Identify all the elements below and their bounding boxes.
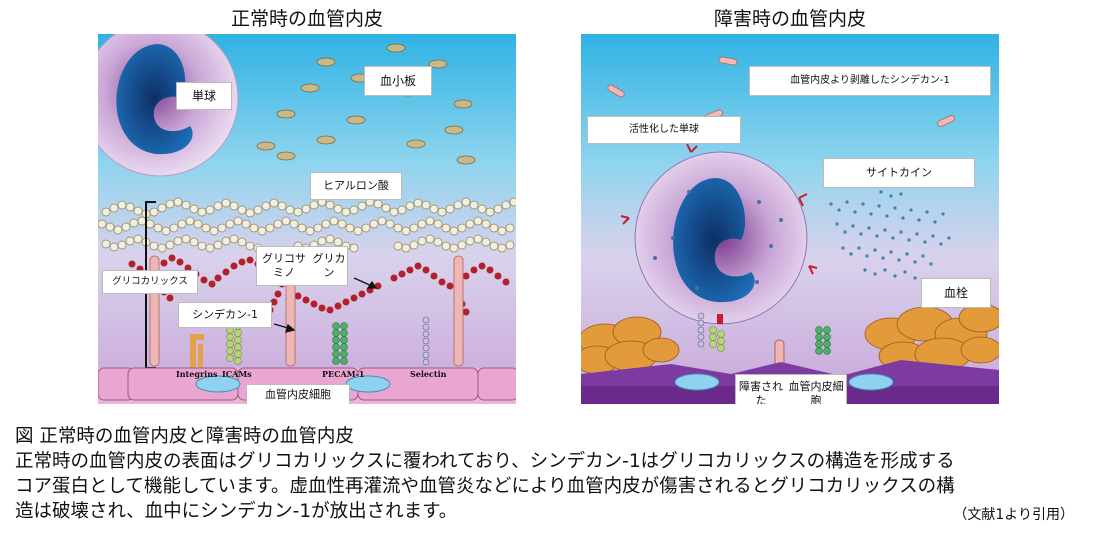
monocyte-receptors bbox=[620, 143, 818, 275]
pecam-molecule bbox=[332, 322, 348, 365]
shed-syndecan-label: 血管内皮より剥離したシンデカン-1 bbox=[749, 66, 991, 96]
activated-monocyte-cell bbox=[634, 151, 808, 325]
thrombus-label: 血栓 bbox=[921, 278, 991, 308]
hyaluronan-label: ヒアルロン酸 bbox=[310, 172, 402, 200]
glycosaminoglycan-label-line2: グリカン bbox=[312, 252, 346, 279]
pecam-label: PECAM-1 bbox=[322, 369, 364, 379]
thrombus-left bbox=[581, 316, 680, 375]
glycocalyx-label: グリコカリックス bbox=[102, 270, 198, 294]
platelet-label: 血小板 bbox=[364, 66, 432, 96]
injured-endothelial-label: 障害された 血管内皮細胞 bbox=[735, 374, 847, 404]
glycosaminoglycan-label-line1: グリコサミノ bbox=[262, 252, 306, 279]
selectin-molecule bbox=[422, 316, 430, 366]
caption-title: 図 正常時の血管内皮と障害時の血管内皮 bbox=[15, 426, 354, 447]
caption-line-1: 正常時の血管内皮の表面はグリコカリックスに覆われており、シンデカン-1はグリコカ… bbox=[15, 451, 955, 472]
caption-line-3: 造は破壊され、血中にシンデカン-1が放出されます。 bbox=[15, 501, 458, 522]
injured-endothelium-diagram: 血管内皮より剥離したシンデカン-1 活性化した単球 サイトカイン 血栓 障害され… bbox=[581, 34, 999, 404]
caption-line-2: コア蛋白として機能しています。虚血性再灌流や血管炎などにより血管内皮が傷害される… bbox=[15, 476, 955, 497]
monocyte-cell bbox=[98, 34, 239, 177]
hyaluronan-layer bbox=[98, 197, 516, 253]
injured-panel-title: 障害時の血管内皮 bbox=[713, 8, 866, 30]
normal-panel-title: 正常時の血管内皮 bbox=[230, 8, 383, 30]
selectin-label: Selectin bbox=[410, 369, 447, 379]
syndecan-label: シンデカン-1 bbox=[178, 302, 272, 328]
thrombus-right bbox=[864, 303, 999, 371]
glycosaminoglycan-label: グリコサミノ グリカン bbox=[256, 246, 348, 286]
figure-caption: 図 正常時の血管内皮と障害時の血管内皮 正常時の血管内皮の表面はグリコカリックス… bbox=[15, 424, 1090, 524]
endothelial-cell-label: 血管内皮細胞 bbox=[246, 384, 350, 404]
integrins-molecule bbox=[190, 334, 204, 368]
annotation-arrows bbox=[273, 277, 378, 333]
injured-endothelial-label-line2: 血管内皮細胞 bbox=[788, 380, 844, 404]
icams-label: ICAMs bbox=[222, 369, 252, 379]
integrins-label: Integrins bbox=[176, 369, 218, 379]
caption-credit: （文献1より引用） bbox=[953, 507, 1074, 523]
monocyte-label: 単球 bbox=[176, 82, 232, 110]
activated-monocyte-label: 活性化した単球 bbox=[587, 116, 741, 144]
cytokine-cloud bbox=[829, 190, 951, 280]
normal-endothelium-diagram: Integrins ICAMs PECAM-1 Selectin 単球 血小板 … bbox=[98, 34, 516, 404]
injured-endothelial-label-line1: 障害された bbox=[739, 380, 783, 404]
monocyte-granules bbox=[653, 190, 783, 290]
cytokine-label: サイトカイン bbox=[823, 158, 975, 188]
remaining-molecules bbox=[697, 312, 831, 367]
